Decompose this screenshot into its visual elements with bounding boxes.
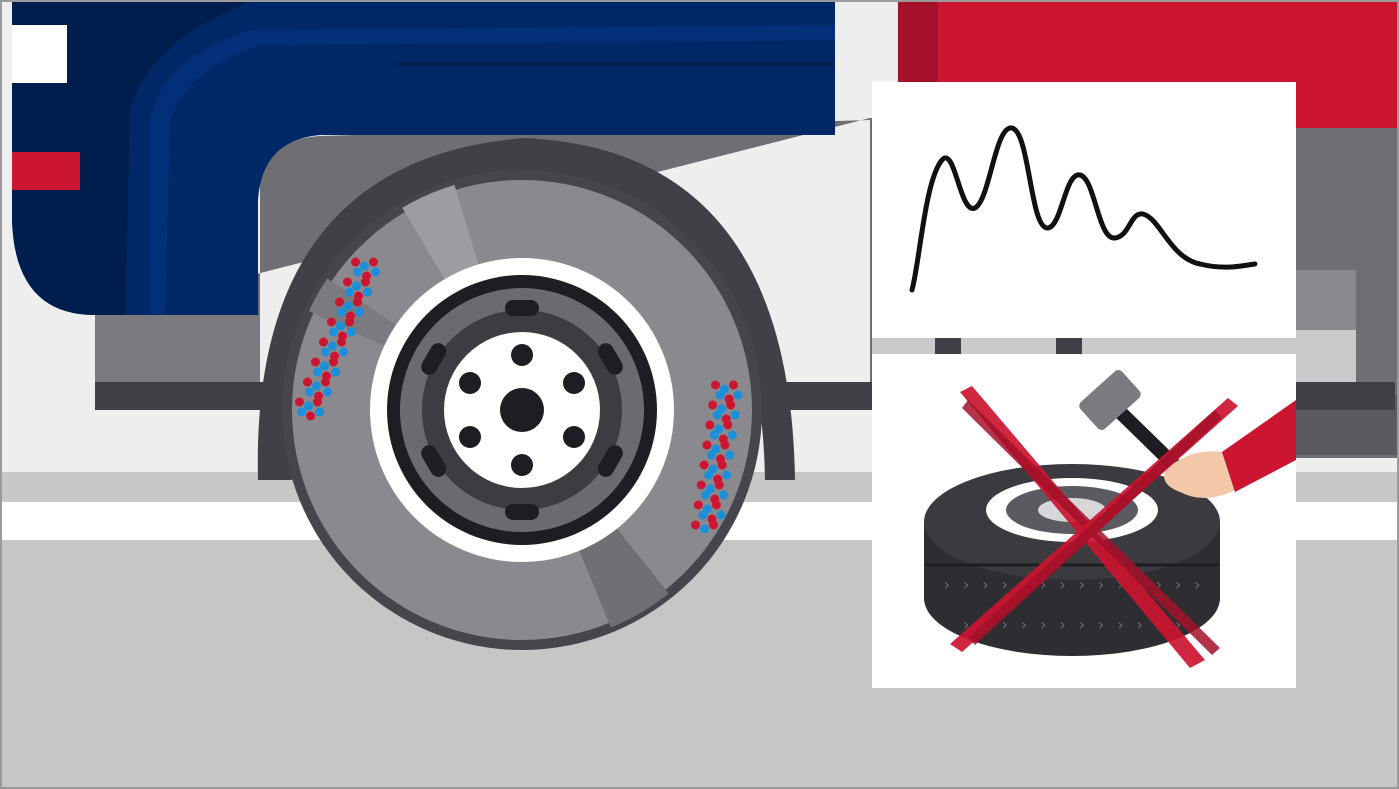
tread-wear-dot (306, 411, 315, 421)
panel-divider (872, 338, 1296, 354)
tread-wear-dot (707, 450, 716, 460)
tread-wear-dot (699, 460, 709, 470)
tread-wear-dot (733, 390, 743, 400)
tread-wear-dot (711, 500, 721, 510)
tread-wear-dot (371, 267, 380, 277)
waveform-icon (909, 125, 1258, 293)
red-vehicle (898, 2, 1399, 458)
tread-wear-dot (328, 341, 337, 351)
marker-light (12, 25, 67, 83)
tread-wear-dot (327, 317, 336, 327)
tread-wear-dot (336, 321, 345, 331)
blue-vehicle (12, 2, 835, 315)
tread-wear-dot (313, 397, 322, 407)
tread-wear-dot (704, 470, 714, 480)
tread-wear-dot (702, 440, 712, 450)
tread-wear-dot (344, 301, 353, 311)
tread-wear-dot (311, 357, 320, 367)
tread-wear-dot (353, 267, 362, 277)
tread-wear-dot (353, 297, 362, 307)
tread-wear-dot (693, 500, 703, 510)
tread-wear-dot (726, 400, 736, 410)
hand-icon (1164, 400, 1296, 499)
tread-wear-dot (709, 430, 719, 440)
tread-wear-dots-left (295, 257, 380, 421)
tread-wear-dot (329, 357, 338, 367)
tread-wear-dot (321, 347, 330, 357)
tread-wear-dot (363, 287, 372, 297)
tread-wear-dot (320, 361, 329, 371)
tread-wear-dot (730, 410, 740, 420)
tread-wear-dot (345, 287, 354, 297)
tread-wear-dot (698, 510, 708, 520)
tread-wear-dot (313, 367, 322, 377)
tread-wear-dot (297, 407, 306, 417)
svg-text:› › › › › › › › › › › › › ›: › › › › › › › › › › › › › › (942, 575, 1202, 594)
tread-wear-dot (305, 387, 314, 397)
hub-cap (500, 388, 544, 432)
tread-wear-dot (295, 397, 304, 407)
tread-wear-dot (304, 401, 313, 411)
tread-wear-dot (711, 380, 720, 390)
tread-wear-dot (351, 257, 360, 267)
tread-wear-dot (323, 387, 332, 397)
tread-wear-dot (343, 277, 352, 287)
tread-wear-dot (312, 381, 321, 391)
tread-wear-dot (719, 490, 729, 500)
tread-wear-dot (729, 380, 738, 390)
tread-wear-dot (715, 390, 725, 400)
tread-wear-dot (705, 420, 715, 430)
tread-wear-dot (331, 367, 340, 377)
tread-wear-dot (321, 377, 330, 387)
vibration-chart-panel (872, 82, 1296, 338)
side-reflector (12, 152, 80, 190)
tread-wear-dot (723, 420, 733, 430)
do-not-hammer-panel: › › › › › › › › › › › › › › › › › › › › … (872, 354, 1296, 688)
tire-icon (282, 170, 762, 650)
tread-wear-dot (347, 327, 356, 337)
tread-wear-dot (717, 460, 727, 470)
tread-wear-dot (696, 480, 706, 490)
cross-out-icon (950, 386, 1238, 668)
tread-wear-dot (700, 524, 709, 534)
tread-wear-dot (722, 470, 732, 480)
tread-wear-dots-right (691, 380, 743, 534)
tread-wear-dot (708, 400, 718, 410)
tread-wear-dot (714, 480, 724, 490)
tread-wear-dot (709, 520, 718, 530)
tread-wear-dot (361, 277, 370, 287)
tread-wear-dot (369, 257, 378, 267)
tread-wear-dot (352, 281, 361, 291)
tread-wear-dot (701, 490, 711, 500)
tread-wear-dot (335, 297, 344, 307)
tread-wear-dot (716, 510, 726, 520)
tread-wear-dot (720, 440, 730, 450)
tread-wear-dot (337, 307, 346, 317)
tread-wear-dot (355, 307, 364, 317)
tread-wear-dot (727, 430, 737, 440)
lug-nuts (459, 344, 585, 476)
rim-slots (421, 300, 623, 520)
tread-wear-dot (319, 337, 328, 347)
tread-wear-dot (345, 317, 354, 327)
tread-wear-dot (725, 450, 734, 460)
tread-wear-dot (337, 337, 346, 347)
svg-text:› › › › › › › › › › › ›: › › › › › › › › › › › › (961, 615, 1183, 634)
tread-wear-dot (339, 347, 348, 357)
tread-wear-dot (360, 261, 369, 271)
tread-wear-dot (329, 327, 338, 337)
tread-wear-dot (303, 377, 312, 387)
tread-wear-dot (315, 407, 324, 417)
tread-wear-dot (712, 410, 722, 420)
tread-wear-dot (691, 520, 700, 530)
